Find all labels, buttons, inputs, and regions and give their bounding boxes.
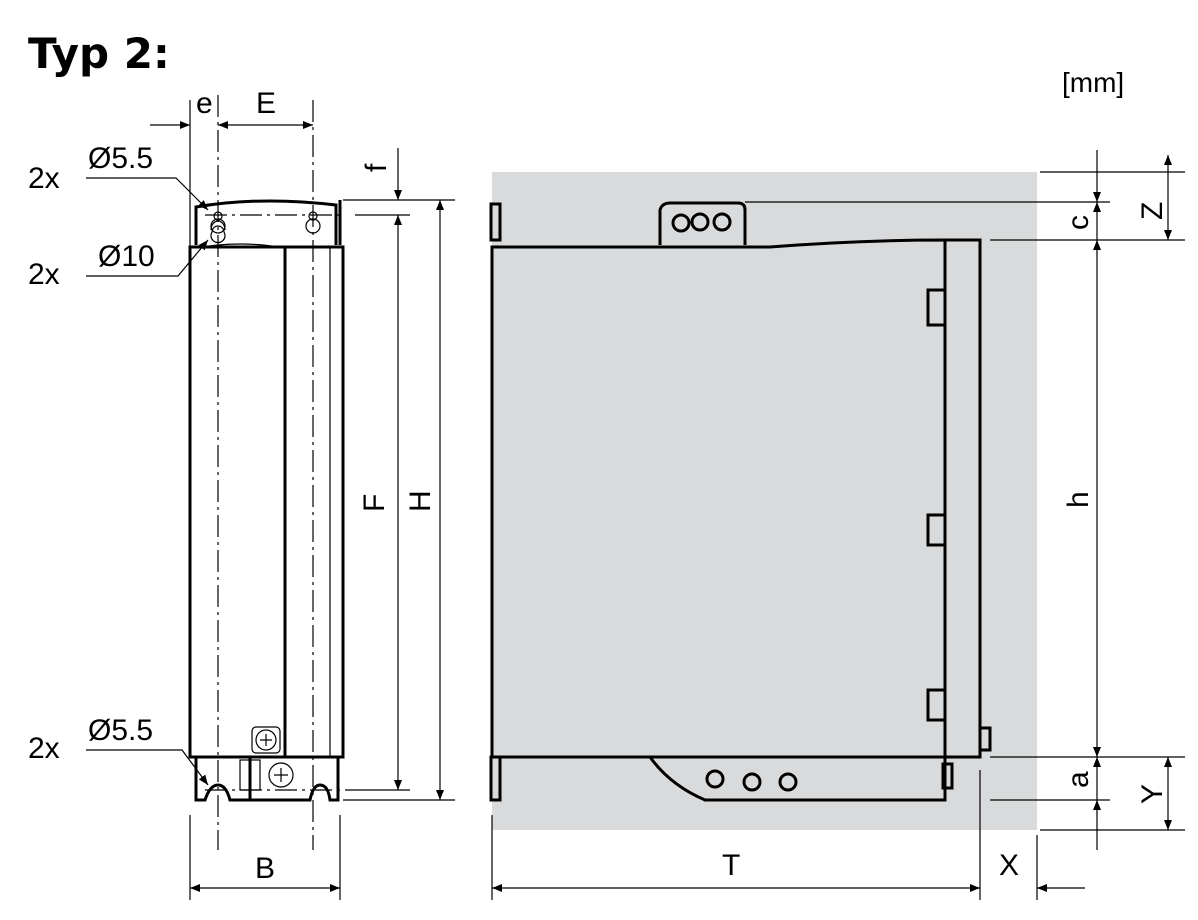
dim-c-label: c bbox=[1062, 215, 1095, 230]
dim-B-label: B bbox=[255, 852, 275, 885]
dim-a-label: a bbox=[1062, 771, 1095, 788]
bottom-flange bbox=[194, 757, 252, 802]
hole-bottom-size: Ø5.5 bbox=[88, 714, 153, 747]
dim-X-label: X bbox=[999, 849, 1019, 882]
unit-label: [mm] bbox=[1062, 67, 1124, 98]
device-body-front bbox=[188, 245, 345, 759]
dim-F-label: F bbox=[358, 494, 391, 512]
hole-keyhole-count: 2x bbox=[28, 258, 60, 291]
dim-h-label: h bbox=[1062, 491, 1095, 508]
dim-Y-label: Y bbox=[1136, 784, 1169, 804]
dim-f-label: f bbox=[360, 163, 393, 172]
bottom-connector bbox=[648, 756, 947, 802]
side-panel bbox=[943, 238, 982, 759]
top-connector bbox=[658, 201, 747, 245]
screw-icon bbox=[268, 762, 294, 788]
hole-bottom-count: 2x bbox=[28, 732, 60, 765]
hole-keyhole-size: Ø10 bbox=[98, 240, 155, 273]
dim-Z-label: Z bbox=[1136, 202, 1169, 220]
drawing-title: Typ 2: bbox=[28, 29, 170, 78]
hole-top-count: 2x bbox=[28, 162, 60, 195]
top-flange bbox=[194, 199, 338, 245]
screw-icon bbox=[255, 729, 277, 751]
dim-e-label: e bbox=[196, 87, 213, 120]
clearance-zone bbox=[492, 172, 1037, 830]
front-view: e E f F H B 2x Ø5.5 2x Ø10 2x Ø5.5 bbox=[28, 87, 455, 900]
side-view: c Z h a Y T X bbox=[489, 150, 1185, 900]
dim-H-label: H bbox=[404, 490, 437, 512]
hole-top-size: Ø5.5 bbox=[88, 142, 153, 175]
dim-T-label: T bbox=[722, 849, 740, 882]
dim-E-label: E bbox=[256, 87, 276, 120]
